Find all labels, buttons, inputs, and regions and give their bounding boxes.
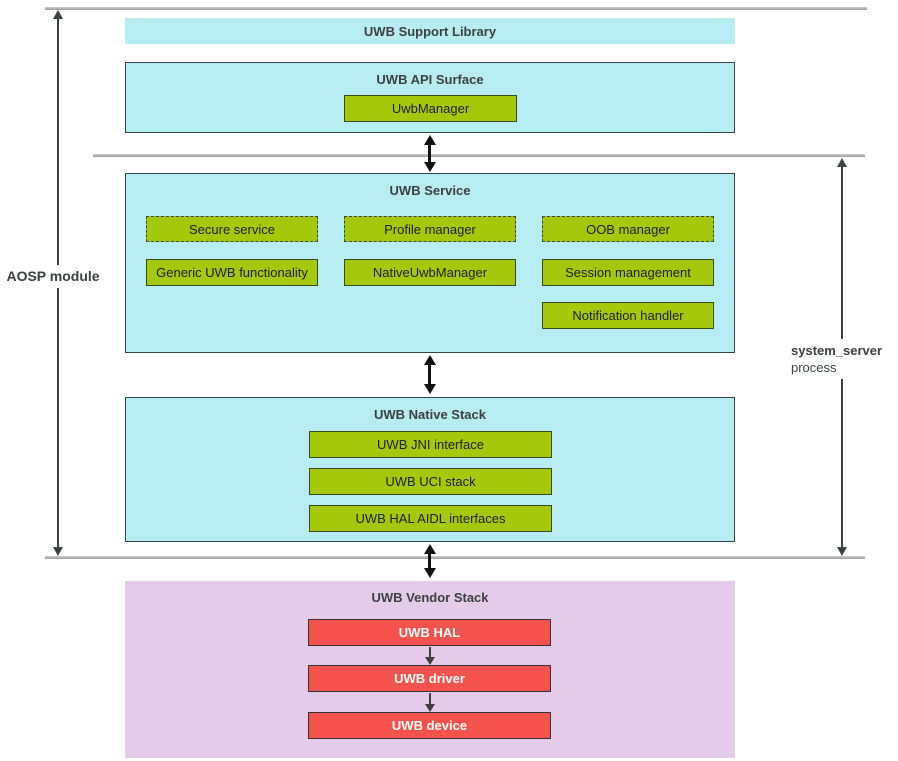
- api-to-service-arrow: [428, 145, 431, 162]
- service-panel: UWB Service Secure service Profile manag…: [125, 173, 735, 353]
- native-stack-title: UWB Native Stack: [374, 407, 486, 422]
- top-boundary-line: [45, 7, 867, 10]
- native-to-vendor-arrow: [428, 554, 431, 568]
- vendor-chip-uwb-driver: UWB driver: [308, 665, 551, 692]
- service-chip-generic-uwb-functionality: Generic UWB functionality: [146, 259, 318, 286]
- service-chip-notification-handler: Notification handler: [542, 302, 714, 329]
- api-surface-title: UWB API Surface: [376, 72, 484, 87]
- system-server-label: system_server process: [789, 339, 893, 379]
- vendor-stack-panel: UWB Vendor Stack UWB HAL UWB driver UWB …: [125, 581, 735, 758]
- service-chip-session-management: Session management: [542, 259, 714, 286]
- aosp-module-label: AOSP module: [3, 265, 103, 288]
- system-server-label-name: system_server: [791, 343, 883, 358]
- service-chip-profile-manager: Profile manager: [344, 216, 516, 242]
- service-chip-oob-manager: OOB manager: [542, 216, 714, 242]
- system-server-top-boundary-line: [93, 154, 865, 157]
- driver-to-device-arrow: [429, 693, 431, 704]
- service-chip-secure-service: Secure service: [146, 216, 318, 242]
- system-server-bottom-boundary-line: [45, 556, 865, 559]
- vendor-stack-title: UWB Vendor Stack: [371, 590, 489, 605]
- hal-to-driver-arrow: [429, 647, 431, 657]
- native-stack-panel: UWB Native Stack UWB JNI interface UWB U…: [125, 397, 735, 542]
- vendor-chip-uwb-device: UWB device: [308, 712, 551, 739]
- uwbmanager-chip: UwbManager: [344, 95, 517, 122]
- native-chip-uci-stack: UWB UCI stack: [309, 468, 552, 495]
- support-library-bar: UWB Support Library: [125, 18, 735, 44]
- service-to-native-arrow: [428, 365, 431, 384]
- support-library-title: UWB Support Library: [363, 23, 497, 39]
- vendor-chip-uwb-hal: UWB HAL: [308, 619, 551, 646]
- native-chip-jni-interface: UWB JNI interface: [309, 431, 552, 458]
- api-surface-panel: UWB API Surface UwbManager: [125, 62, 735, 133]
- native-chip-hal-aidl-interfaces: UWB HAL AIDL interfaces: [309, 505, 552, 532]
- system-server-label-process: process: [791, 360, 837, 375]
- service-title: UWB Service: [389, 183, 471, 198]
- service-chip-nativeuwbmanager: NativeUwbManager: [344, 259, 516, 286]
